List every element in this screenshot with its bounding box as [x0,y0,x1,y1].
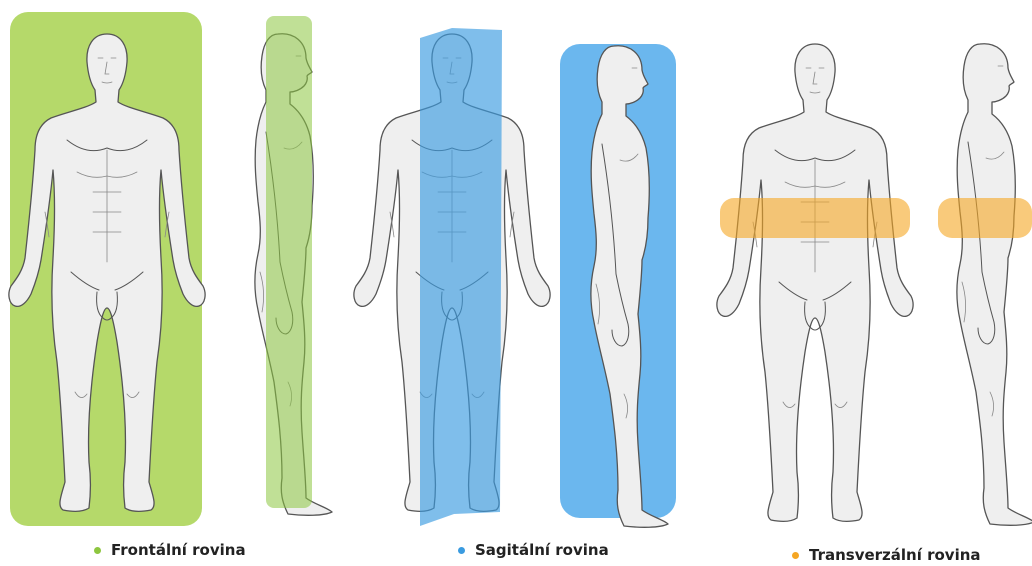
sagittal-plane-caption: Sagitální rovina [458,541,609,559]
sagittal-plane-front-view [420,28,502,526]
frontal-plane-label: Frontální rovina [111,541,246,559]
transverse-plane-caption: Transverzální rovina [792,546,981,564]
frontal-plane-caption: Frontální rovina [94,541,246,559]
frontal-plane-side-view [266,16,312,508]
transverse-plane-label: Transverzální rovina [809,546,981,564]
transverse-plane-front-view [720,198,910,238]
transverse-legend-dot [792,552,799,559]
human-figure-front-3 [717,44,913,521]
transverse-plane-side-view [938,198,1032,238]
sagittal-plane-label: Sagitální rovina [475,541,609,559]
frontal-legend-dot [94,547,101,554]
human-figure-side-3 [957,44,1032,526]
sagittal-legend-dot [458,547,465,554]
